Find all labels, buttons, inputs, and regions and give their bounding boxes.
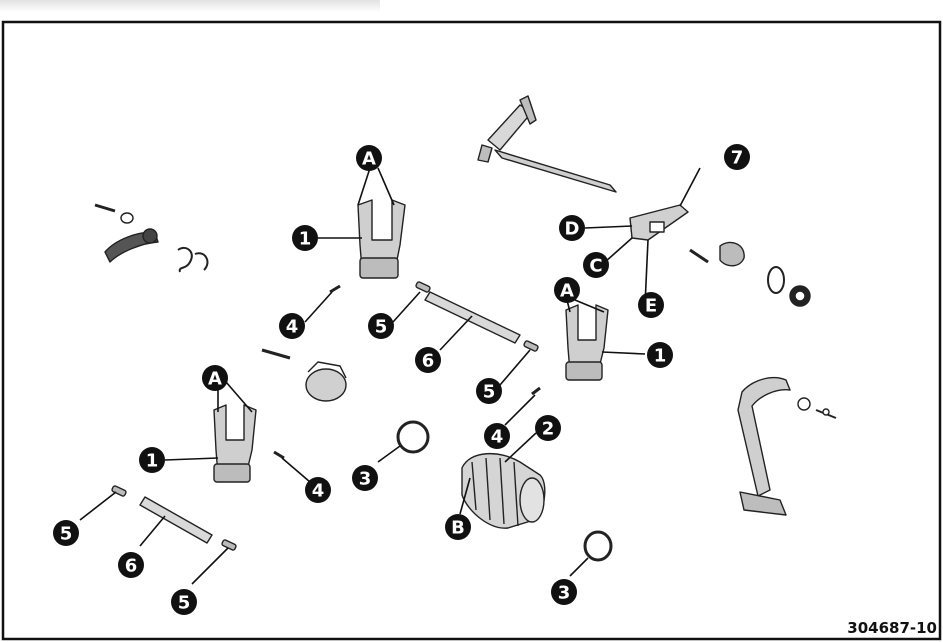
callout-D: D: [559, 215, 585, 241]
circlip-part-lower: [583, 530, 613, 562]
callout-text: 3: [359, 469, 372, 490]
callout-text: 3: [558, 583, 571, 604]
shift-fork-right-part: [565, 304, 609, 381]
callout-7: 7: [724, 144, 750, 170]
shift-pedal-part: [737, 376, 837, 516]
callout-circle: [559, 215, 585, 241]
fork-shaft-lower-part: [111, 485, 237, 551]
callout-text: A: [362, 149, 376, 170]
callout-E: E: [638, 292, 664, 318]
callout-circle: [476, 378, 502, 404]
callout-text: D: [565, 219, 580, 240]
callout-text: 1: [146, 451, 159, 472]
stopper-lever-part: [94, 203, 209, 273]
callout-circle: [647, 342, 673, 368]
callout-5c: 5: [53, 520, 79, 546]
callout-circle: [583, 252, 609, 278]
guide-part: [261, 348, 347, 402]
callout-circle: [724, 144, 750, 170]
callout-text: C: [589, 256, 602, 277]
callout-circle: [415, 347, 441, 373]
callout-circle: [292, 225, 318, 251]
callout-4b: 4: [484, 423, 510, 449]
shift-lever-plate-part: [629, 204, 811, 307]
callout-text: E: [645, 296, 657, 317]
callout-circle: [118, 552, 144, 578]
callout-1c: 1: [139, 447, 165, 473]
circlip-part-upper: [396, 420, 430, 454]
callout-B: B: [445, 514, 471, 540]
callout-text: B: [451, 518, 465, 539]
callout-circle: [445, 514, 471, 540]
callout-text: 4: [312, 481, 325, 502]
callout-circle: [554, 277, 580, 303]
callout-text: 5: [178, 593, 191, 614]
callout-text: 4: [491, 427, 504, 448]
callout-text: 4: [286, 317, 299, 338]
callout-2: 2: [535, 415, 561, 441]
callout-text: 6: [422, 351, 435, 372]
shift-fork-upper-part: [357, 199, 406, 279]
callout-circle: [368, 313, 394, 339]
callout-circle: [53, 520, 79, 546]
diagram-frame: [1, 20, 942, 641]
callout-text: 5: [375, 317, 388, 338]
callout-4a: 4: [279, 313, 305, 339]
callout-text: A: [560, 281, 574, 302]
callout-circle: [171, 589, 197, 615]
callout-text: 5: [483, 382, 496, 403]
callout-Ac: A: [202, 365, 228, 391]
callout-6b: 6: [118, 552, 144, 578]
pin-part-a: [329, 284, 341, 294]
callout-4c: 4: [305, 477, 331, 503]
shift-shaft-part: [477, 95, 617, 193]
callout-circle: [535, 415, 561, 441]
callout-circle: [352, 465, 378, 491]
fork-shaft-upper-part: [415, 281, 539, 352]
callout-C: C: [583, 252, 609, 278]
callout-Aa: A: [356, 145, 382, 171]
callout-text: 6: [125, 556, 138, 577]
figure-id: 304687-10: [847, 619, 937, 637]
callout-circle: [139, 447, 165, 473]
callout-1a: 1: [292, 225, 318, 251]
callout-Ab: A: [554, 277, 580, 303]
callout-circle: [551, 579, 577, 605]
cropped-header-strip: [0, 0, 380, 12]
callout-3b: 3: [551, 579, 577, 605]
callout-3a: 3: [352, 465, 378, 491]
callout-6a: 6: [415, 347, 441, 373]
callout-circle: [202, 365, 228, 391]
callout-text: A: [208, 369, 222, 390]
callout-circle: [279, 313, 305, 339]
callout-circle: [484, 423, 510, 449]
callout-circle: [356, 145, 382, 171]
callout-circle: [305, 477, 331, 503]
pin-part-c: [273, 450, 285, 460]
callout-circle: [638, 292, 664, 318]
callout-5a: 5: [368, 313, 394, 339]
callout-text: 1: [299, 229, 312, 250]
callout-5b: 5: [476, 378, 502, 404]
pin-part-b: [531, 386, 541, 396]
callout-text: 5: [60, 524, 73, 545]
shift-fork-left-part: [213, 404, 257, 483]
callout-text: 7: [731, 148, 744, 169]
callout-5d: 5: [171, 589, 197, 615]
callout-text: 2: [542, 419, 555, 440]
callout-1b: 1: [647, 342, 673, 368]
callout-text: 1: [654, 346, 667, 367]
shift-drum-part: [461, 452, 546, 529]
